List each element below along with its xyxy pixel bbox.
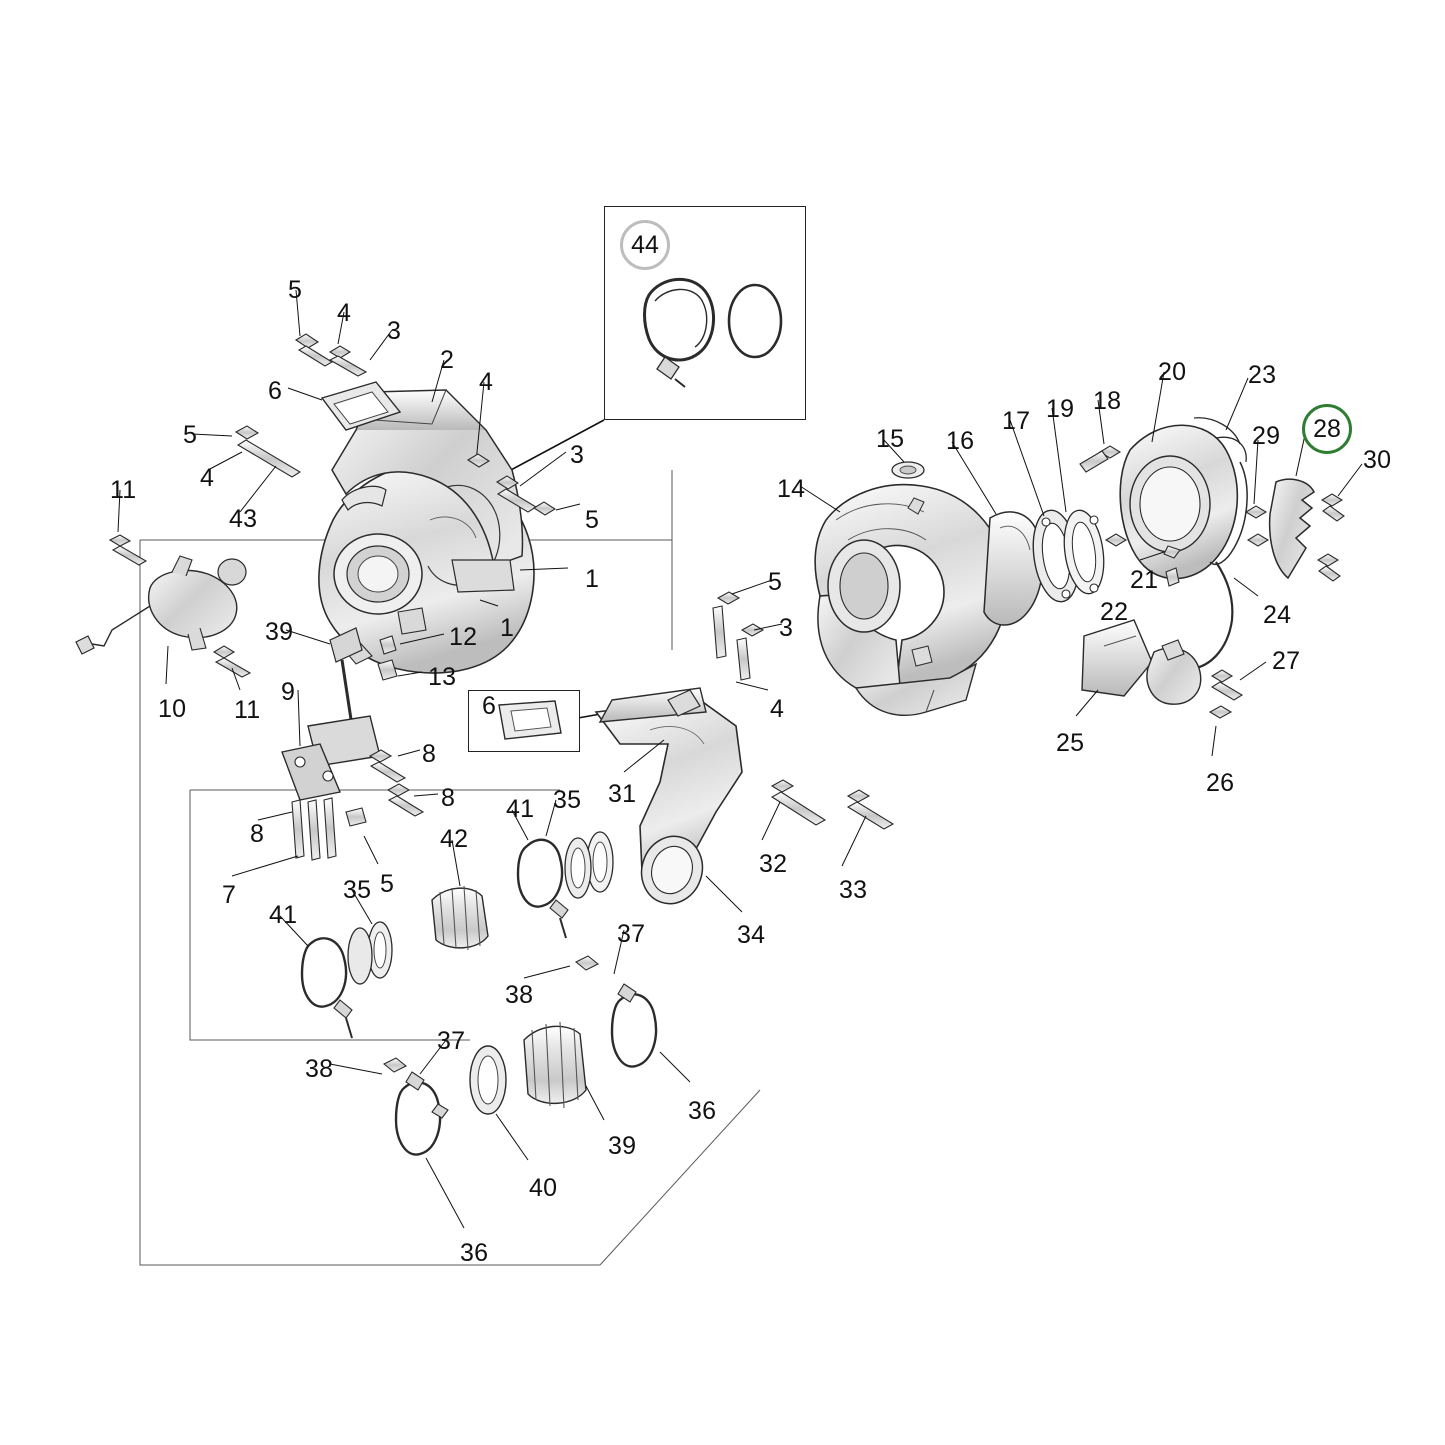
callout-21[interactable]: 21: [1130, 566, 1159, 594]
callout-41[interactable]: 41: [269, 901, 298, 929]
callout-38[interactable]: 38: [505, 981, 534, 1009]
callout-12[interactable]: 12: [449, 623, 478, 651]
callout-18[interactable]: 18: [1093, 387, 1122, 415]
callout-1[interactable]: 1: [585, 565, 600, 593]
callout-28-highlighted[interactable]: 28: [1302, 404, 1352, 454]
callout-39[interactable]: 39: [608, 1132, 637, 1160]
callout-26[interactable]: 26: [1206, 769, 1235, 797]
inset-6-artwork: [498, 700, 562, 740]
callout-44[interactable]: 44: [620, 220, 670, 270]
callout-8[interactable]: 8: [422, 740, 437, 768]
callout-4[interactable]: 4: [770, 695, 785, 723]
callout-32[interactable]: 32: [759, 850, 788, 878]
callout-35[interactable]: 35: [343, 876, 372, 904]
callout-5[interactable]: 5: [585, 506, 600, 534]
callout-23[interactable]: 23: [1248, 361, 1277, 389]
callout-14[interactable]: 14: [777, 475, 806, 503]
callout-4[interactable]: 4: [200, 464, 215, 492]
callout-5[interactable]: 5: [288, 276, 303, 304]
callout-31[interactable]: 31: [608, 780, 637, 808]
callout-3[interactable]: 3: [570, 441, 585, 469]
callout-41[interactable]: 41: [506, 795, 535, 823]
callout-6[interactable]: 6: [268, 377, 283, 405]
callout-37[interactable]: 37: [437, 1027, 466, 1055]
callout-5[interactable]: 5: [768, 568, 783, 596]
callout-4[interactable]: 4: [337, 299, 352, 327]
inset-box-6: [468, 690, 580, 752]
callout-30[interactable]: 30: [1363, 446, 1392, 474]
callout-36[interactable]: 36: [688, 1097, 717, 1125]
callout-1[interactable]: 1: [500, 614, 515, 642]
callout-36[interactable]: 36: [460, 1239, 489, 1267]
callout-7[interactable]: 7: [222, 881, 237, 909]
callout-8[interactable]: 8: [441, 784, 456, 812]
callout-27[interactable]: 27: [1272, 647, 1301, 675]
callout-15[interactable]: 15: [876, 425, 905, 453]
callout-33[interactable]: 33: [839, 876, 868, 904]
callout-16[interactable]: 16: [946, 427, 975, 455]
callout-4[interactable]: 4: [479, 368, 494, 396]
callout-5[interactable]: 5: [183, 421, 198, 449]
callout-38[interactable]: 38: [305, 1055, 334, 1083]
inset-44-artwork: [643, 277, 783, 388]
callout-39[interactable]: 39: [265, 618, 294, 646]
callout-29[interactable]: 29: [1252, 422, 1281, 450]
callout-43[interactable]: 43: [229, 505, 258, 533]
callout-20[interactable]: 20: [1158, 358, 1187, 386]
callout-17[interactable]: 17: [1002, 407, 1031, 435]
callout-11[interactable]: 11: [234, 696, 261, 724]
callout-40[interactable]: 40: [529, 1174, 558, 1202]
callout-3[interactable]: 3: [387, 317, 402, 345]
callout-13[interactable]: 13: [428, 663, 457, 691]
callout-22[interactable]: 22: [1100, 598, 1129, 626]
callout-42[interactable]: 42: [440, 825, 469, 853]
callout-34[interactable]: 34: [737, 921, 766, 949]
callout-5[interactable]: 5: [380, 870, 395, 898]
callout-2[interactable]: 2: [440, 346, 455, 374]
callout-35[interactable]: 35: [553, 786, 582, 814]
callout-24[interactable]: 24: [1263, 601, 1292, 629]
callout-8[interactable]: 8: [250, 820, 265, 848]
callout-37[interactable]: 37: [617, 920, 646, 948]
callout-11[interactable]: 11: [110, 476, 137, 504]
callout-25[interactable]: 25: [1056, 729, 1085, 757]
callout-10[interactable]: 10: [158, 695, 187, 723]
callout-19[interactable]: 19: [1046, 395, 1075, 423]
callout-inset-6[interactable]: 6: [482, 692, 497, 720]
callout-3[interactable]: 3: [779, 614, 794, 642]
callout-9[interactable]: 9: [281, 678, 296, 706]
